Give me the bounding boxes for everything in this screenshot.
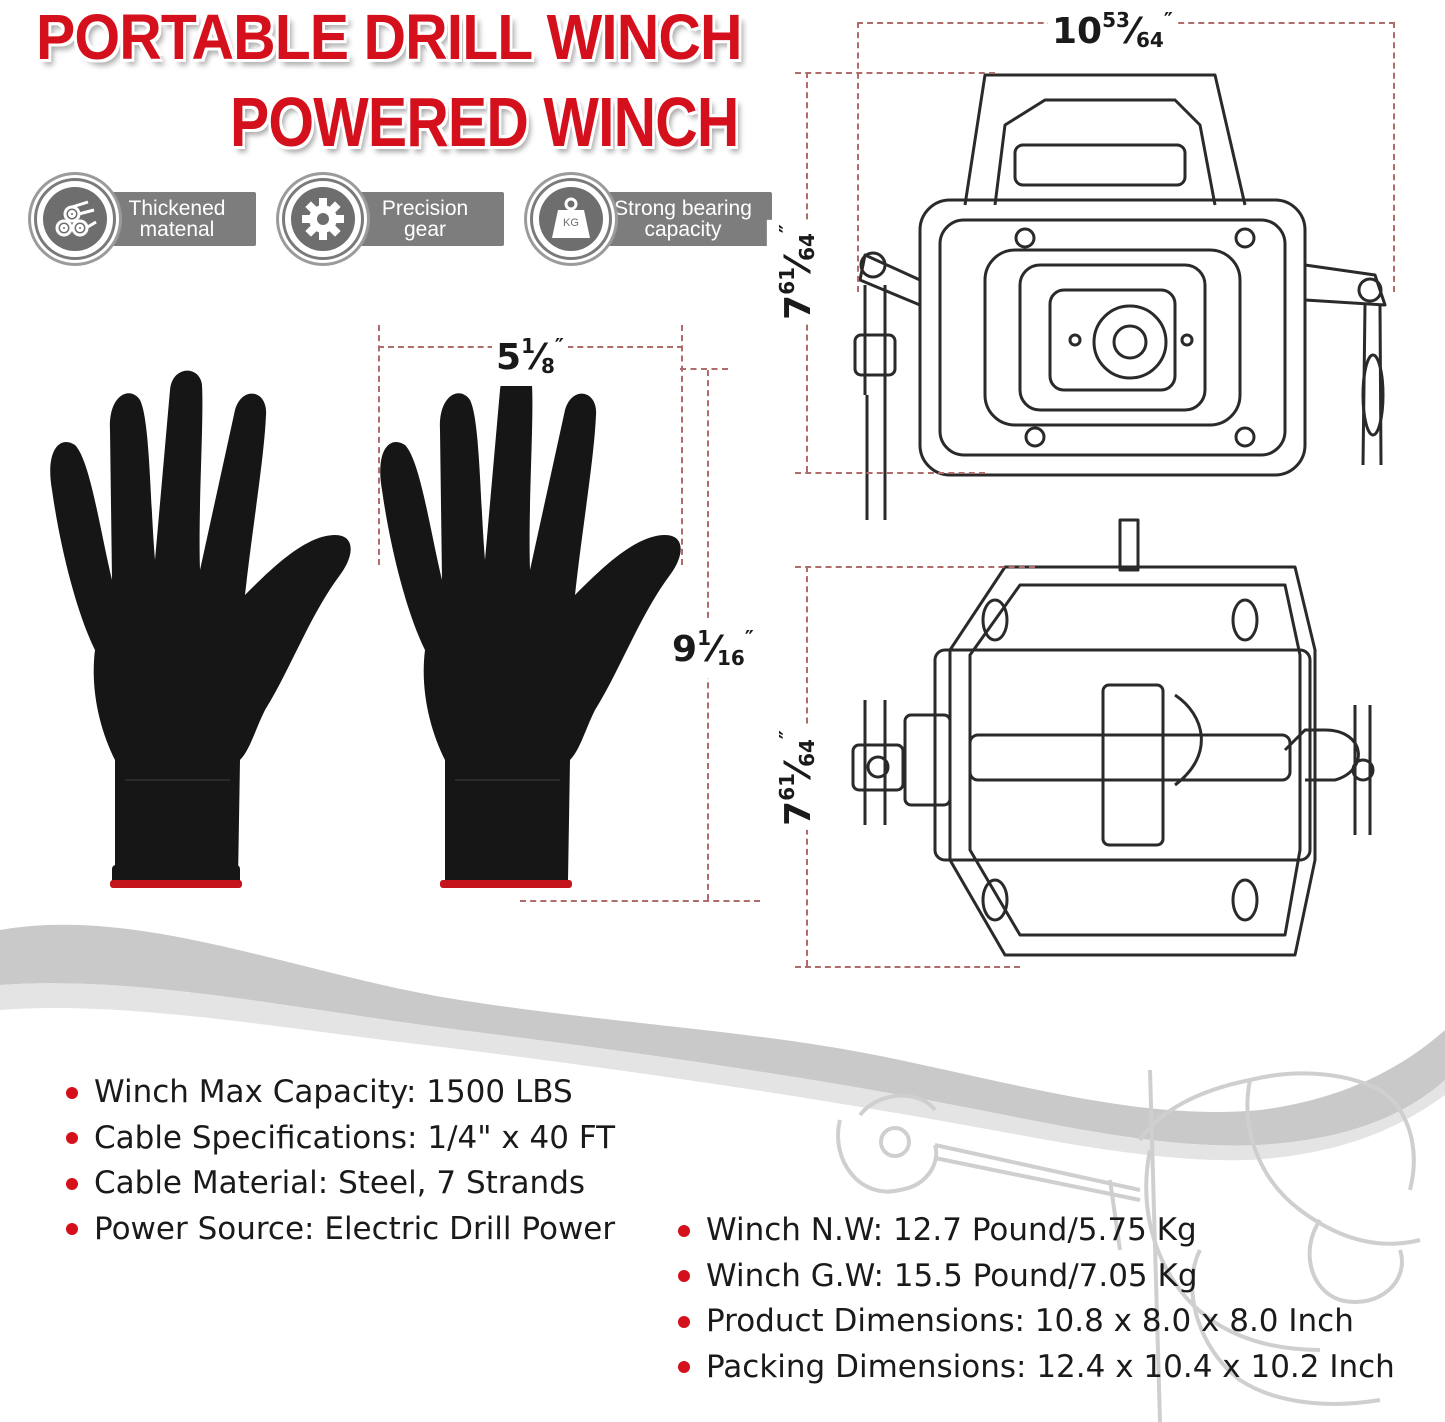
winch-front-height-tick-bottom <box>795 472 985 474</box>
glove-width-tick-left <box>378 325 380 565</box>
winch-front-height-tick-top <box>795 72 995 74</box>
badge-precision-gear: Precision gear <box>282 178 507 260</box>
winch-width-label: 1053⁄64″ <box>1048 0 1177 60</box>
main-title: PORTABLE DRILL WINCH <box>36 1 742 73</box>
winch-top-height-tick-top <box>795 566 1035 568</box>
left-glove <box>50 370 351 888</box>
winch-outline-watermark <box>836 1069 1421 1422</box>
winch-width-tick-right <box>1393 22 1395 292</box>
winch-top-height-label: 761⁄64″ <box>766 726 827 830</box>
glove-height-tick-bottom <box>520 900 760 902</box>
specs-left-list: Winch Max Capacity: 1500 LBS Cable Speci… <box>66 1070 615 1252</box>
badge-label-line1: Thickened <box>128 197 226 220</box>
bullet-dot <box>678 1224 690 1237</box>
glove-height-tick-top <box>680 368 728 370</box>
badge-label-line2: matenal <box>139 218 215 241</box>
spec-item: Product Dimensions: 10.8 x 8.0 x 8.0 Inc… <box>678 1299 1395 1345</box>
bullet-dot <box>678 1315 690 1328</box>
winch-front-height-label: 761⁄64″ <box>766 220 827 324</box>
badge-label-line1: Precision <box>381 197 469 220</box>
glove-width-label: 51⁄8″ <box>492 326 568 386</box>
winch-front-view <box>853 73 1387 520</box>
badge-label-line2: capacity <box>644 218 722 241</box>
spec-item: Cable Material: Steel, 7 Strands <box>66 1161 615 1207</box>
spec-item: Winch N.W: 12.7 Pound/5.75 Kg <box>678 1208 1395 1254</box>
badge-label-line1: Strong bearing <box>614 197 752 220</box>
winch-top-height-tick-bottom <box>795 966 1020 968</box>
bullet-dot <box>66 1086 78 1099</box>
glove-height-label: 91⁄16″ <box>668 618 758 678</box>
bullet-dot <box>66 1223 78 1236</box>
bullet-dot <box>66 1177 78 1190</box>
winch-top-view <box>851 518 1375 957</box>
spec-item: Winch Max Capacity: 1500 LBS <box>66 1070 615 1116</box>
kg-weight-label: KG <box>563 217 579 229</box>
spec-item: Packing Dimensions: 12.4 x 10.4 x 10.2 I… <box>678 1345 1395 1391</box>
spec-item: Winch G.W: 15.5 Pound/7.05 Kg <box>678 1254 1395 1300</box>
bullet-dot <box>678 1361 690 1374</box>
kg-weight-icon <box>552 197 590 238</box>
sub-title: POWERED WINCH <box>230 83 739 161</box>
right-glove-image <box>380 370 681 888</box>
gloves-image <box>50 370 351 888</box>
bullet-dot <box>66 1132 78 1145</box>
specs-right-list: Winch N.W: 12.7 Pound/5.75 Kg Winch G.W:… <box>678 1208 1395 1390</box>
bullet-dot <box>678 1270 690 1283</box>
badge-strong-bearing: KG Strong bearing capacity <box>530 178 775 260</box>
spec-item: Cable Specifications: 1/4" x 40 FT <box>66 1116 615 1162</box>
badge-thickened-material: Thickened matenal <box>34 178 259 260</box>
glove-width-tick-right <box>681 325 683 565</box>
badge-label-line2: gear <box>403 218 447 241</box>
stacked-pipes-icon <box>55 200 97 237</box>
spec-item: Power Source: Electric Drill Power <box>66 1207 615 1253</box>
winch-width-tick-left <box>857 22 859 292</box>
gear-icon <box>302 198 344 240</box>
